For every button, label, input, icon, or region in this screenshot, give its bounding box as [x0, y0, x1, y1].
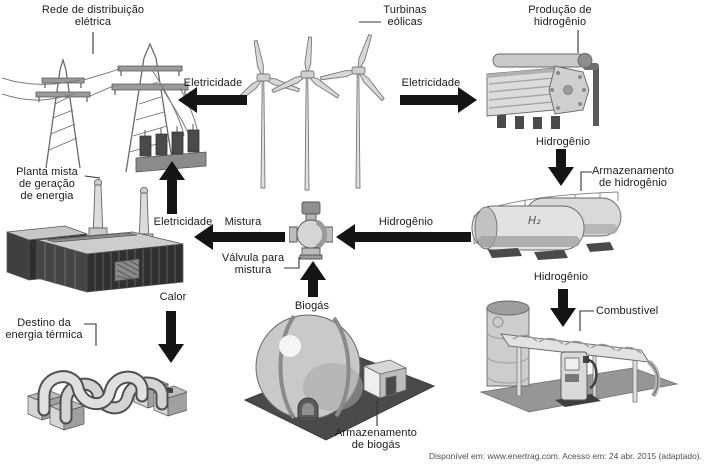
- wind-turbine-3: [320, 34, 385, 188]
- wind-turbines-label: Turbinas eólicas: [383, 4, 427, 28]
- wind-turbine-1: [233, 40, 300, 188]
- power-grid-icon: [2, 30, 207, 175]
- source-note: Disponível em: www.enertrag.com. Acesso …: [428, 451, 702, 461]
- pipes: [44, 377, 162, 418]
- valve: [289, 202, 333, 259]
- electricity-to-grid-label: Eletricidade: [183, 77, 243, 89]
- mixed-plant-label: Planta mista de geração de energia: [16, 166, 78, 202]
- hydrogen-arrow-to-storage: [548, 149, 574, 186]
- heat-label: Calor: [159, 291, 187, 303]
- biogas-storage-label: Armazenamento de biogás: [334, 427, 417, 451]
- mixture-label: Mistura: [224, 216, 262, 228]
- fuel-station-icon: [473, 294, 688, 434]
- hydrogen-after-production-label: Hidrogênio: [535, 136, 591, 148]
- wind-turbines-icon: [232, 18, 412, 193]
- h2-storage-label: Armazenamento de hidrogênio: [591, 165, 674, 189]
- biogas-storage-icon: [238, 312, 438, 447]
- hydrogen-to-fuel-label: Hidrogênio: [533, 271, 589, 283]
- mixing-valve-icon: [289, 201, 333, 261]
- h2-tank-front: H₂: [472, 206, 584, 250]
- biogas-sphere: [256, 315, 363, 419]
- plant-building-front: [37, 232, 183, 292]
- biogas-label: Biogás: [294, 300, 330, 312]
- electricity-from-plant-label: Eletricidade: [153, 216, 213, 228]
- wind-turbine-2: [272, 37, 341, 190]
- left-pylon: [36, 60, 90, 168]
- substation: [136, 124, 206, 172]
- tank-skids: [488, 242, 614, 260]
- mixing-valve-label: Válvula para mistura: [221, 252, 285, 276]
- tank-h2-marking: H₂: [528, 214, 541, 227]
- hydrogen-production-icon: [485, 50, 599, 129]
- station-canopy: [501, 334, 658, 402]
- thermal-pipes-icon: [27, 332, 187, 431]
- power-plant-icon: [3, 176, 199, 296]
- fuel-label: Combustível: [596, 305, 659, 317]
- hydrogen-to-valve-label: Hidrogênio: [378, 216, 434, 228]
- thermal-destination-label: Destino da energia térmica: [5, 317, 83, 341]
- h2-production-label: Produção de hidrogênio: [528, 4, 592, 28]
- biogas-arrow-up: [300, 261, 326, 297]
- fuel-pump: [555, 352, 601, 407]
- grid-label: Rede de distribuição elétrica: [41, 4, 145, 28]
- biogas-building: [364, 360, 406, 398]
- electricity-to-h2-label: Eletricidade: [401, 77, 461, 89]
- hydrogen-storage-icon: H₂: [470, 186, 635, 260]
- electrolyzer: [487, 54, 599, 129]
- power-lines: [2, 68, 198, 138]
